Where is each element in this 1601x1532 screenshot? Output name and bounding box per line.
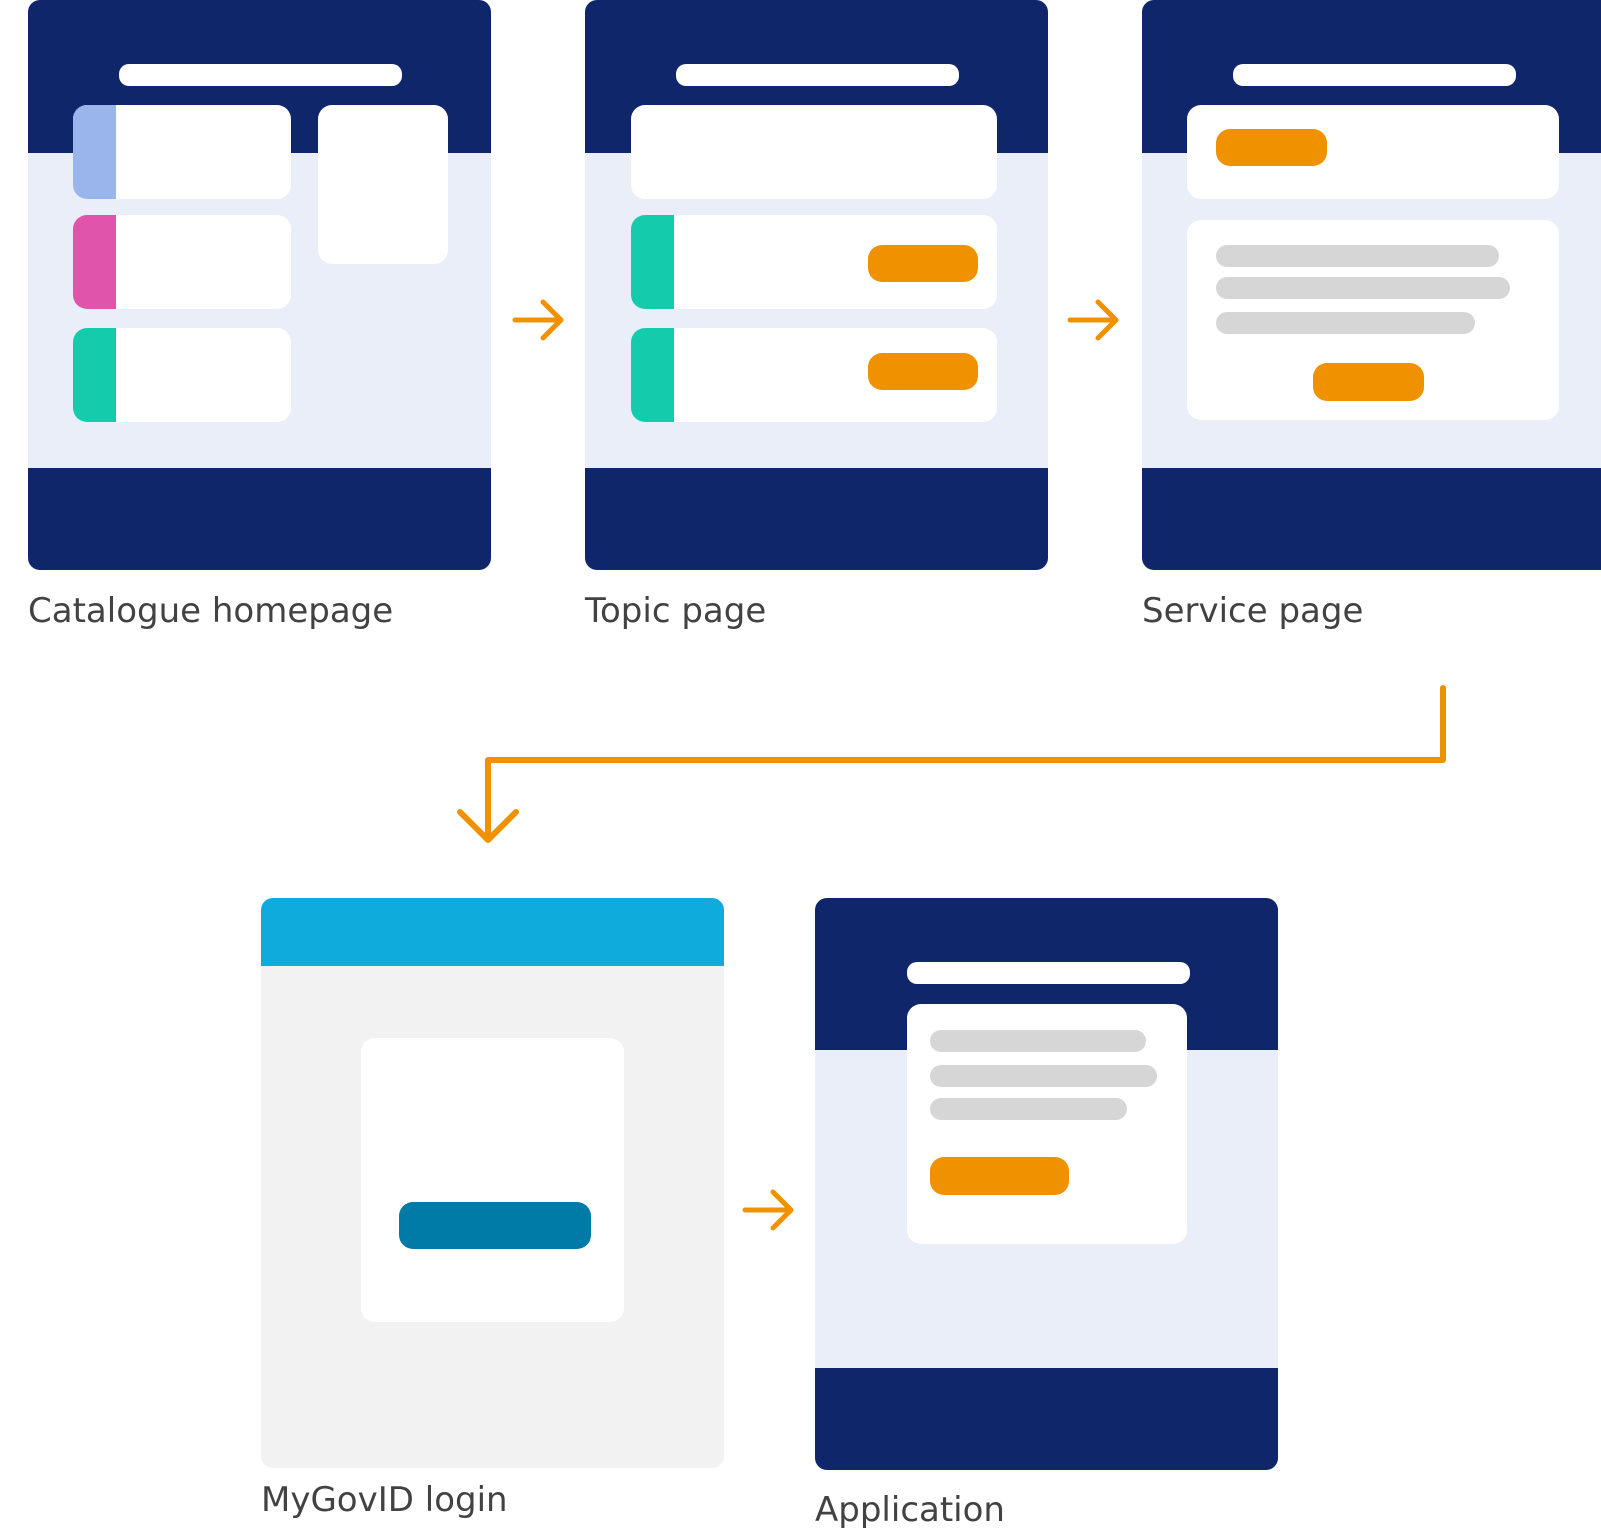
page-footer (585, 468, 1048, 570)
login-button (399, 1202, 591, 1249)
service-card-stripe (631, 328, 674, 422)
arrow-right-icon (742, 1189, 794, 1231)
search-bar (676, 64, 959, 86)
service-card-button (868, 353, 978, 390)
arrow-right-icon (512, 299, 564, 341)
topic-card-3 (73, 328, 291, 422)
caption-service-page: Service page (1142, 591, 1364, 631)
topic-card-stripe (73, 105, 116, 199)
login-card (361, 1038, 624, 1322)
text-line (930, 1065, 1157, 1087)
caption-catalogue-homepage: Catalogue homepage (28, 591, 394, 631)
start-button (1313, 363, 1424, 401)
mygovid-login-frame (261, 898, 724, 1468)
service-header-card (1187, 105, 1559, 199)
service-detail-card (1187, 220, 1559, 420)
text-line (1216, 277, 1510, 299)
topic-page-frame (585, 0, 1048, 570)
caption-application: Application (815, 1490, 1005, 1530)
caption-mygovid-login: MyGovID login (261, 1480, 508, 1520)
topic-intro-card (631, 105, 997, 199)
search-bar (907, 962, 1190, 984)
application-frame (815, 898, 1278, 1470)
caption-topic-page: Topic page (585, 591, 767, 631)
side-panel (318, 105, 448, 264)
service-tag (1216, 129, 1327, 166)
search-bar (119, 64, 402, 86)
service-card-2 (631, 328, 997, 422)
page-footer (1142, 468, 1601, 570)
text-line (930, 1030, 1146, 1052)
search-bar (1233, 64, 1516, 86)
service-card-1 (631, 215, 997, 309)
application-form-card (907, 1004, 1187, 1244)
topic-card-stripe (73, 328, 116, 422)
page-footer (815, 1368, 1278, 1470)
service-card-button (868, 245, 978, 282)
catalogue-homepage-frame (28, 0, 491, 570)
submit-button (930, 1157, 1069, 1195)
text-line (930, 1098, 1127, 1120)
arrow-right-icon (1067, 299, 1119, 341)
service-card-stripe (631, 215, 674, 309)
topic-card-2 (73, 215, 291, 309)
login-header (261, 898, 724, 966)
page-footer (28, 468, 491, 570)
topic-card-1 (73, 105, 291, 199)
service-page-frame (1142, 0, 1601, 570)
text-line (1216, 245, 1499, 267)
text-line (1216, 312, 1475, 334)
topic-card-stripe (73, 215, 116, 309)
